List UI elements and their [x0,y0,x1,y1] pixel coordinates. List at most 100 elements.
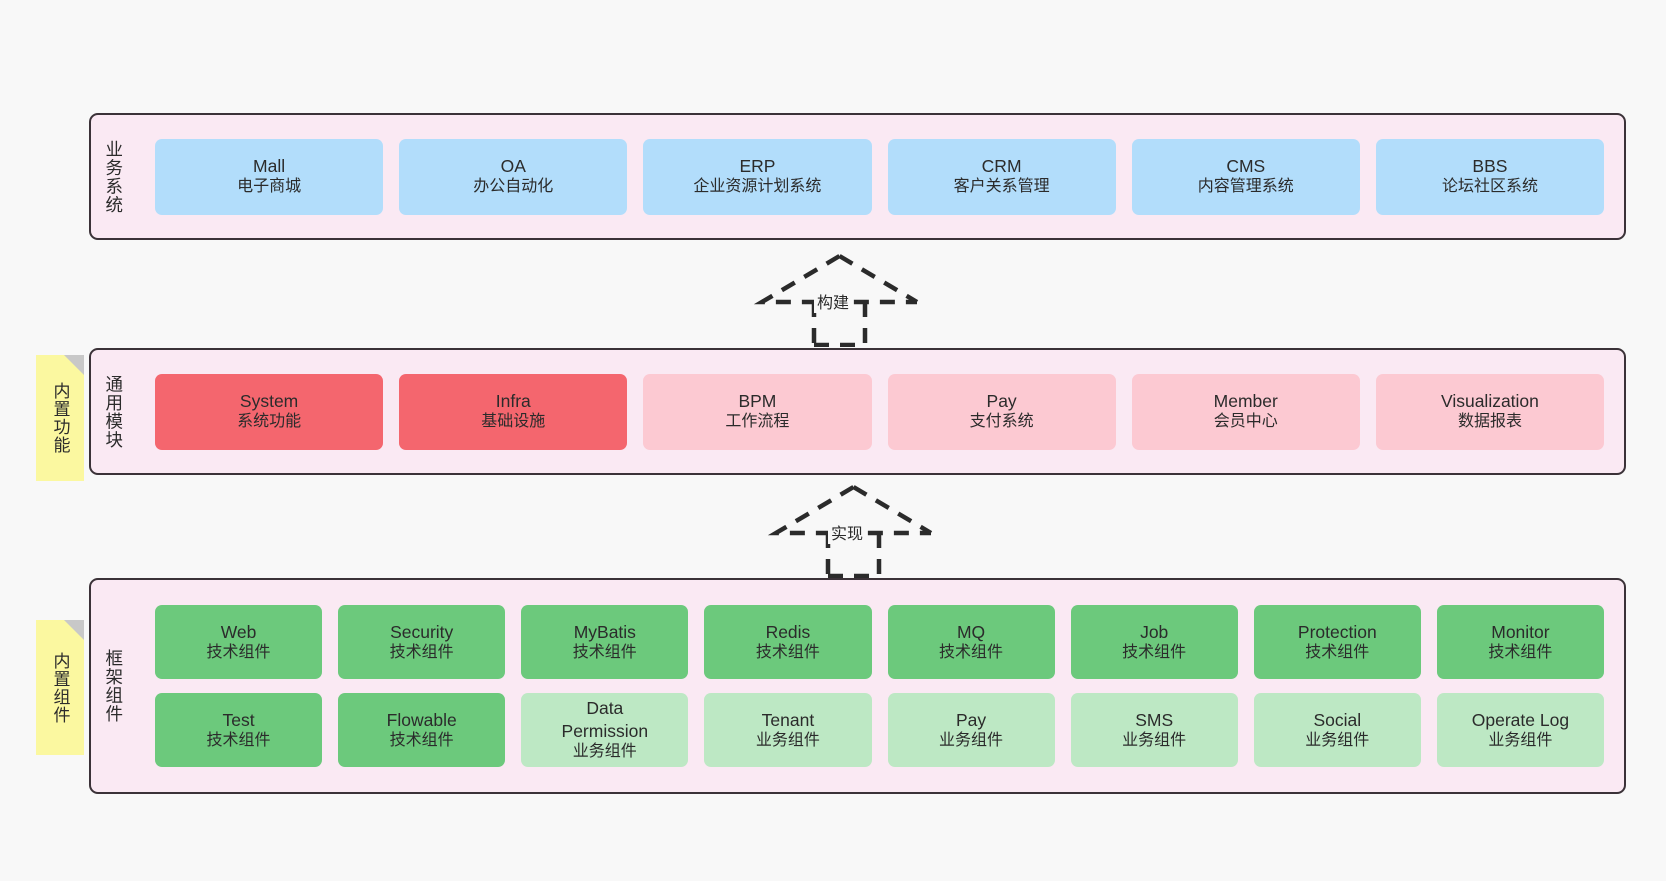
note-builtin-components: 内置组件 [36,620,84,755]
card-subtitle: 工作流程 [725,413,790,431]
card-subtitle: 技术组件 [1488,643,1553,661]
card-subtitle: 业务组件 [755,731,820,749]
card-subtitle: 技术组件 [389,731,454,749]
card-title: CRM [981,156,1022,177]
card-title: ERP [739,156,776,177]
card-subtitle: 论坛社区系统 [1441,178,1538,196]
card-subtitle: 技术组件 [389,643,454,661]
connector-implement: 实现 [766,483,941,579]
card-subtitle: 数据报表 [1457,413,1522,431]
card-title: SMS [1135,709,1174,730]
card-title: System [239,391,299,412]
card-title: Pay [986,391,1017,412]
card-title: Tenant [761,709,815,730]
card-title: Member [1213,391,1278,412]
card-subtitle: 支付系统 [969,413,1034,431]
card-subtitle: 技术组件 [206,731,271,749]
card-title: Web [220,621,257,642]
card-subtitle: 内容管理系统 [1197,178,1294,196]
note-builtin-functions-label: 内置功能 [50,382,70,454]
connector-build: 构建 [752,252,927,348]
card-subtitle: 系统功能 [237,413,302,431]
card-subtitle: 技术组件 [572,643,637,661]
card-title: Security [390,621,454,642]
card-subtitle: 业务组件 [572,743,637,761]
layer-title-framework: 框架组件 [103,649,124,723]
card-subtitle: 会员中心 [1213,413,1278,431]
card-title-line1: Data [586,698,624,719]
card-title: Protection [1297,621,1377,642]
card-title: CMS [1226,156,1266,177]
card-title: Operate Log [1471,709,1570,730]
card-title: Redis [765,621,811,642]
card-title: MQ [956,621,986,642]
card-title: Job [1140,621,1169,642]
connector-build-label: 构建 [814,289,853,313]
note-builtin-functions: 内置功能 [36,355,84,481]
card-subtitle: 企业资源计划系统 [693,178,822,196]
card-title: Social [1313,709,1362,730]
card-subtitle: 技术组件 [1122,643,1187,661]
card-title: Infra [495,391,531,412]
card-subtitle: 技术组件 [939,643,1004,661]
card-subtitle: 电子商城 [237,178,302,196]
card-title-line2: Permission [561,720,649,741]
card-title: BPM [738,391,777,412]
layer-title-common: 通用模块 [103,374,124,449]
card-subtitle: 业务组件 [1122,731,1187,749]
note-builtin-components-label: 内置组件 [50,651,70,724]
card-subtitle: 办公自动化 [473,178,554,196]
layer-title-business: 业务系统 [103,139,124,214]
card-title: BBS [1472,156,1508,177]
connector-implement-label: 实现 [828,520,867,544]
card-title: Mall [253,156,286,177]
note-fold-corner-icon [64,620,84,640]
card-subtitle: 基础设施 [481,413,546,431]
card-title: OA [500,156,526,177]
note-fold-corner-icon [64,355,84,375]
card-subtitle: 客户关系管理 [953,178,1050,196]
card-title: Test [222,709,255,730]
card-subtitle: 业务组件 [1488,731,1553,749]
card-title: Visualization [1440,391,1539,412]
card-title: Flowable [386,709,457,730]
card-subtitle: 业务组件 [1305,731,1370,749]
